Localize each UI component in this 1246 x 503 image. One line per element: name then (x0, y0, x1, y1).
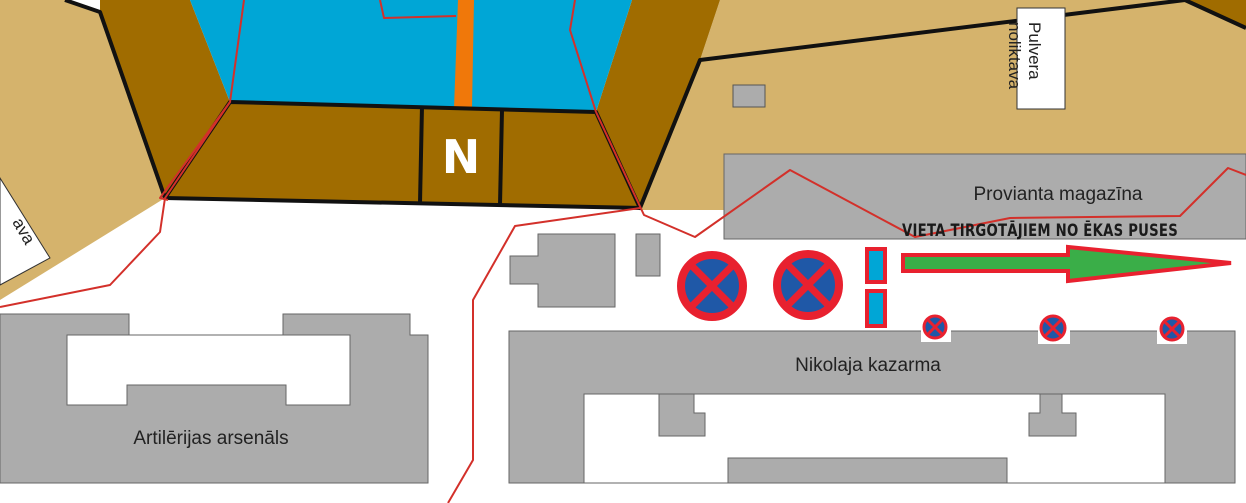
nikolaja-wing-right (1028, 393, 1077, 437)
building-center-b (635, 233, 661, 277)
nikolaja-inner-block (727, 457, 1008, 484)
trader-note: VIETA TIRGOTĀJIEM NO ĒKAS PUSES (902, 219, 1178, 241)
north-marker: N (442, 130, 481, 184)
no-stopping-sign-small (1038, 314, 1070, 344)
artilerijas-courtyard (66, 334, 351, 406)
terrain-left (0, 0, 165, 300)
building-nikolaja-label: Nikolaja kazarma (795, 355, 941, 376)
building-pulvera-label: Pulvera noliktava (1005, 22, 1044, 90)
building-left-white (0, 177, 51, 286)
pulvera-word-2: noliktava (1005, 22, 1024, 90)
earthwork-right (596, 0, 720, 208)
no-stopping-sign-small (921, 314, 951, 342)
earthwork-ravelin (165, 102, 640, 208)
building-center-a (509, 233, 616, 308)
building-pulvera (1016, 7, 1066, 110)
building-provianta-label: Provianta magazīna (974, 184, 1143, 205)
trader-stall-icon (865, 289, 887, 328)
no-stopping-sign-icon (677, 251, 747, 321)
trader-stall-icon (865, 247, 887, 284)
moat-water (190, 0, 632, 112)
building-shed (732, 84, 766, 108)
building-provianta (723, 153, 1246, 240)
nikolaja-wing-left (658, 393, 706, 437)
direction-arrow-icon (901, 244, 1232, 284)
building-artilerijas-label: Artilērijas arsenāls (133, 428, 288, 449)
bridge (454, 0, 474, 108)
no-stopping-sign-icon (773, 250, 843, 320)
pulvera-word-1: Pulvera (1025, 22, 1044, 80)
no-stopping-sign-small (1157, 316, 1187, 344)
